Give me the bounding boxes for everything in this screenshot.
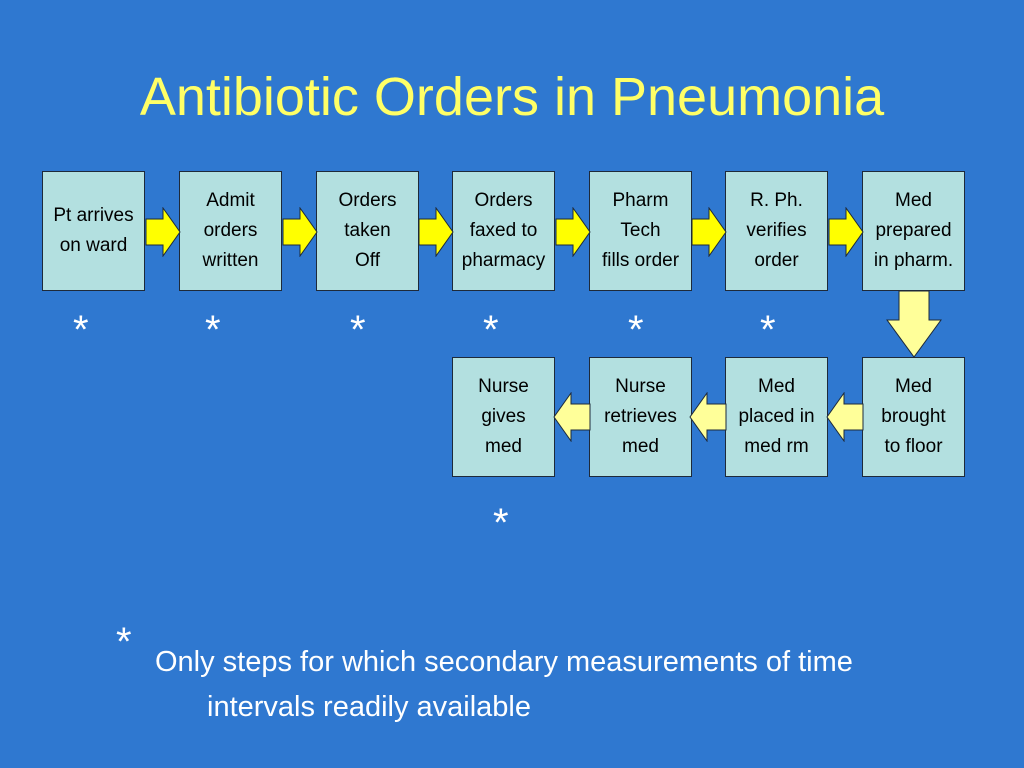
flow-arrow-right-icon [555, 207, 591, 257]
asterisk-marker: * [483, 308, 499, 352]
step-med-brought: Med brought to floor [862, 357, 965, 477]
asterisk-marker: * [628, 308, 644, 352]
flow-arrow-right-icon [828, 207, 864, 257]
step-nurse-retrieves: Nurse retrieves med [589, 357, 692, 477]
flow-arrow-down-icon [886, 290, 942, 358]
asterisk-marker: * [493, 501, 509, 545]
flow-arrow-right-icon [282, 207, 318, 257]
step-orders-taken: Orders taken Off [316, 171, 419, 291]
flow-arrow-right-icon [418, 207, 454, 257]
flow-arrow-left-icon [553, 392, 591, 442]
flow-arrow-right-icon [145, 207, 181, 257]
flow-arrow-left-icon [826, 392, 864, 442]
step-admit-orders: Admit orders written [179, 171, 282, 291]
footnote: Only steps for which secondary measureme… [155, 640, 995, 730]
step-pharm-tech: Pharm Tech fills order [589, 171, 692, 291]
step-nurse-gives: Nurse gives med [452, 357, 555, 477]
footnote-line-2: intervals readily available [207, 691, 531, 723]
step-pt-arrives: Pt arrives on ward [42, 171, 145, 291]
footnote-line-1: Only steps for which secondary measureme… [155, 646, 853, 678]
footnote-asterisk: * [116, 620, 132, 664]
slide-title: Antibiotic Orders in Pneumonia [139, 67, 885, 127]
flow-arrow-right-icon [691, 207, 727, 257]
step-rph-verifies: R. Ph. verifies order [725, 171, 828, 291]
asterisk-marker: * [760, 308, 776, 352]
step-orders-faxed: Orders faxed to pharmacy [452, 171, 555, 291]
asterisk-marker: * [73, 308, 89, 352]
asterisk-marker: * [350, 308, 366, 352]
asterisk-marker: * [205, 308, 221, 352]
flow-arrow-left-icon [689, 392, 727, 442]
step-med-placed: Med placed in med rm [725, 357, 828, 477]
step-med-prepared: Med prepared in pharm. [862, 171, 965, 291]
